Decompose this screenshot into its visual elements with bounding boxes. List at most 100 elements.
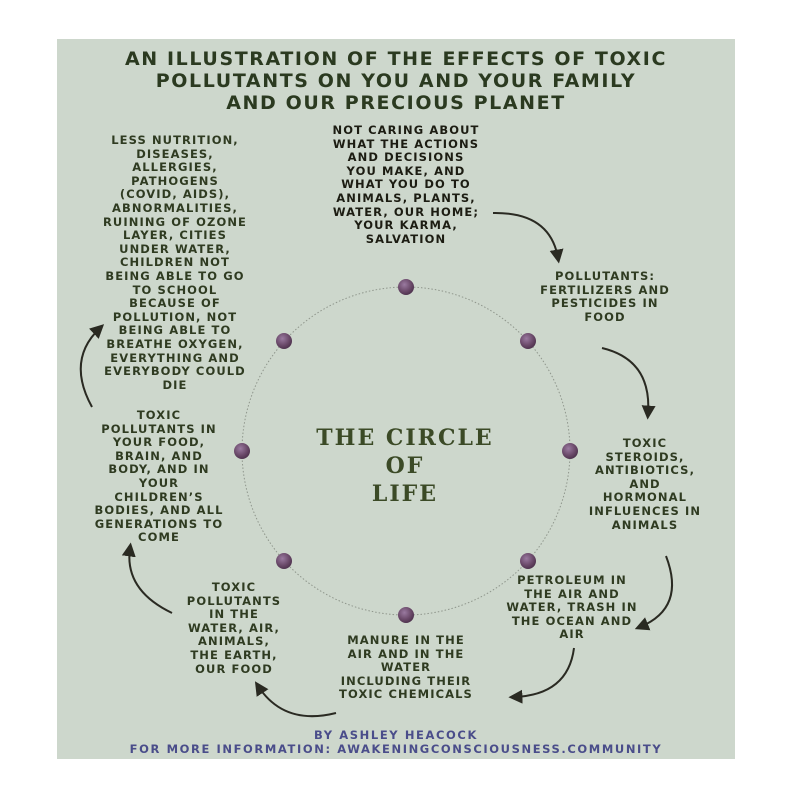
- cycle-step-2-line: FOOD: [584, 309, 626, 324]
- cycle-step-8-line: POLLUTION, NOT: [112, 309, 238, 324]
- cycle-step-8-line: EVERYTHING AND: [110, 350, 240, 365]
- title-line-2: POLLUTANTS ON YOU AND YOUR FAMILY: [155, 70, 637, 92]
- cycle-step-2: POLLUTANTS: FERTILIZERS AND PESTICIDES I…: [520, 269, 690, 324]
- cycle-step-1-line: WHAT YOU DO TO: [341, 177, 471, 192]
- poster-background: [57, 39, 735, 759]
- cycle-step-5-line: MANURE IN THE: [347, 633, 465, 647]
- cycle-dot-7: [234, 443, 250, 459]
- cycle-step-7-line: TOXIC: [136, 408, 182, 422]
- cycle-step-8-line: RUINING OF OZONE: [102, 214, 248, 229]
- cycle-step-2-line: POLLUTANTS:: [554, 269, 656, 283]
- center-title-line-3: LIFE: [371, 481, 439, 507]
- cycle-dot-2: [520, 333, 536, 349]
- cycle-step-7-line: POLLUTANTS IN: [101, 421, 217, 436]
- cycle-step-6-line: OUR FOOD: [195, 661, 273, 676]
- cycle-step-1-line: NOT CARING ABOUT: [332, 123, 480, 137]
- cycle-step-6-line: TOXIC: [211, 580, 257, 594]
- cycle-step-8-line: BEING ABLE TO GO: [105, 268, 245, 283]
- cycle-step-8-line: BECAUSE OF: [129, 296, 221, 311]
- cycle-step-7-line: CHILDREN’S: [114, 489, 204, 504]
- cycle-step-5-line: AIR AND IN THE: [347, 646, 465, 661]
- cycle-dot-6: [276, 553, 292, 569]
- cycle-step-4-line: WATER, TRASH IN: [506, 600, 638, 615]
- arrow-icon-1: [492, 211, 564, 264]
- arrow-icon-4: [508, 647, 575, 704]
- cycle-step-2-line: PESTICIDES IN: [551, 296, 659, 311]
- cycle-step-7-line: GENERATIONS TO: [94, 516, 224, 531]
- cycle-step-8-line: CHILDREN NOT: [119, 255, 230, 270]
- cycle-step-8-line: DISEASES,: [136, 146, 214, 161]
- cycle-step-8-line: (COVID, AIDS),: [119, 187, 231, 202]
- cycle-step-7-line: BODY, AND IN: [108, 462, 210, 477]
- cycle-step-4-line: THE OCEAN AND: [511, 613, 633, 628]
- cycle-step-3-line: AND: [629, 476, 661, 491]
- cycle-step-7-line: YOUR: [138, 475, 180, 490]
- cycle-step-1-line: YOUR KARMA,: [354, 218, 458, 233]
- cycle-step-7-line: COME: [138, 530, 180, 545]
- cycle-step-8-line: BREATHE OXYGEN,: [106, 336, 244, 351]
- cycle-step-8-line: LESS NUTRITION,: [111, 133, 239, 147]
- center-title: THE CIRCLE OF LIFE: [300, 424, 510, 508]
- cycle-step-3-line: ANTIBIOTICS,: [594, 463, 696, 478]
- cycle-step-6-line: POLLUTANTS: [186, 593, 282, 608]
- title-line-1: AN ILLUSTRATION OF THE EFFECTS OF TOXIC: [124, 48, 668, 70]
- cycle-step-2-line: FERTILIZERS AND: [540, 282, 670, 297]
- cycle-step-6: TOXIC POLLUTANTS IN THE WATER, AIR, ANIM…: [178, 580, 290, 676]
- cycle-step-5-line: INCLUDING THEIR: [340, 673, 472, 688]
- author-byline: BY ASHLEY HEACOCK: [314, 728, 478, 742]
- arrow-icon-2: [601, 347, 656, 420]
- cycle-step-8-line: ALLERGIES,: [132, 160, 218, 175]
- cycle-step-6-line: ANIMALS,: [198, 634, 270, 649]
- cycle-step-7: TOXIC POLLUTANTS IN YOUR FOOD, BRAIN, AN…: [82, 408, 236, 545]
- arrow-icon-3: [634, 555, 674, 631]
- cycle-step-3: TOXIC STEROIDS, ANTIBIOTICS, AND HORMONA…: [580, 436, 710, 532]
- cycle-step-1-line: ANIMALS, PLANTS,: [336, 190, 476, 205]
- cycle-step-3-line: HORMONAL: [602, 490, 688, 505]
- cycle-step-8-line: BEING ABLE TO: [118, 323, 232, 338]
- cycle-dot-3: [562, 443, 578, 459]
- cycle-step-1-line: YOU MAKE, AND: [346, 163, 466, 178]
- cycle-step-5-line: WATER: [380, 660, 432, 675]
- cycle-step-1: NOT CARING ABOUT WHAT THE ACTIONS AND DE…: [318, 123, 494, 246]
- arrow-icon-7: [79, 324, 105, 408]
- cycle-step-8-line: LAYER, CITIES: [122, 228, 228, 243]
- cycle-step-8-line: ABNORMALITIES,: [112, 200, 238, 215]
- cycle-step-8-line: EVERYBODY COULD: [104, 364, 246, 379]
- cycle-step-4-line: AIR: [559, 627, 585, 642]
- cycle-dot-4: [520, 553, 536, 569]
- arrow-icon-6: [121, 542, 173, 614]
- cycle-step-1-line: AND DECISIONS: [347, 150, 465, 165]
- cycle-step-7-line: BRAIN, AND: [115, 448, 203, 463]
- cycle-step-4-line: PETROLEUM IN: [517, 573, 627, 587]
- center-title-line-2: OF: [385, 453, 425, 479]
- poster-title: AN ILLUSTRATION OF THE EFFECTS OF TOXIC …: [57, 48, 735, 114]
- cycle-step-1-line: WATER, OUR HOME;: [332, 204, 480, 219]
- cycle-step-5-line: TOXIC CHEMICALS: [339, 687, 473, 702]
- cycle-step-5: MANURE IN THE AIR AND IN THE WATER INCLU…: [330, 633, 482, 702]
- cycle-step-3-line: STEROIDS,: [605, 449, 685, 464]
- cycle-step-3-line: INFLUENCES IN: [588, 503, 702, 518]
- cycle-step-6-line: THE EARTH,: [190, 647, 278, 662]
- arrow-icon-5: [254, 681, 337, 718]
- cycle-step-1-line: WHAT THE ACTIONS: [332, 136, 480, 151]
- cycle-step-8-line: TO SCHOOL: [132, 282, 218, 297]
- cycle-step-3-line: TOXIC: [622, 436, 668, 450]
- cycle-step-8: LESS NUTRITION, DISEASES, ALLERGIES, PAT…: [94, 133, 256, 392]
- cycle-dot-1: [398, 279, 414, 295]
- more-info-link: FOR MORE INFORMATION: AWAKENINGCONSCIOUS…: [129, 742, 663, 756]
- cycle-step-7-line: BODIES, AND ALL: [94, 503, 224, 518]
- cycle-step-3-line: ANIMALS: [611, 517, 679, 532]
- cycle-step-4-line: THE AIR AND: [524, 586, 620, 601]
- cycle-step-4: PETROLEUM IN THE AIR AND WATER, TRASH IN…: [500, 573, 644, 642]
- cycle-step-8-line: PATHOGENS: [131, 173, 219, 188]
- cycle-dot-5: [398, 607, 414, 623]
- cycle-step-1-line: SALVATION: [365, 231, 447, 246]
- cycle-step-7-line: YOUR FOOD,: [112, 435, 206, 450]
- title-line-3: AND OUR PRECIOUS PLANET: [226, 92, 566, 114]
- center-title-line-1: THE CIRCLE: [316, 425, 494, 451]
- cycle-step-6-line: WATER, AIR,: [187, 620, 281, 635]
- cycle-step-8-line: DIE: [162, 377, 188, 392]
- cycle-dot-8: [276, 333, 292, 349]
- cycle-step-8-line: UNDER WATER,: [119, 241, 231, 256]
